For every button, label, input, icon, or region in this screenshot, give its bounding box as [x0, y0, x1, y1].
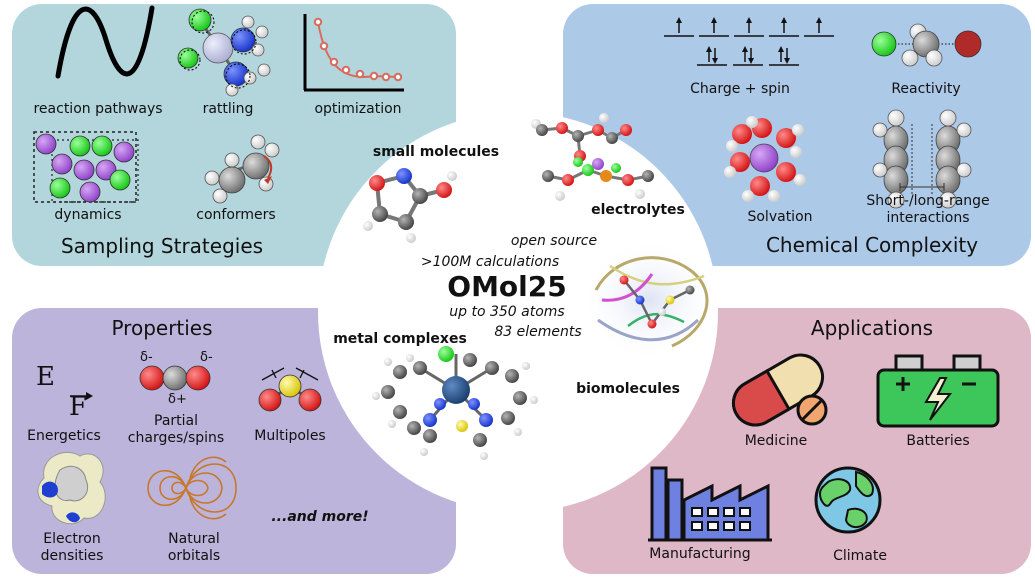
factory-icon	[648, 466, 772, 542]
partial-charges-molecule	[139, 365, 211, 391]
dynamics-box	[33, 131, 139, 203]
force-symbol: F	[69, 392, 88, 422]
biomolecule-structure	[580, 238, 720, 362]
small-molecules-label: small molecules	[372, 144, 500, 160]
metal-complex-structure	[372, 346, 538, 460]
natural-orbital-lobes	[147, 456, 237, 520]
small-molecule-structure	[363, 168, 457, 243]
properties-title: Properties	[111, 316, 213, 340]
stat-open-source: open source	[510, 233, 598, 249]
solvation-cluster	[724, 116, 806, 202]
charge-spin-orbitals	[664, 17, 834, 66]
manufacturing-label: Manufacturing	[649, 546, 751, 562]
battery-icon	[876, 354, 1000, 428]
reaction-pathway-wave	[55, 5, 155, 79]
omol25-brand-title: OMol25	[447, 270, 567, 303]
applications-title: Applications	[810, 316, 934, 340]
delta-minus-left: δ-	[140, 350, 153, 365]
biomolecules-label: biomolecules	[576, 381, 680, 397]
multipole-molecule	[258, 367, 322, 412]
natural-orbitals-label-line2: orbitals	[167, 548, 221, 564]
partial-charges-label-line2: charges/spins	[127, 430, 225, 446]
interactions-label-line2: interactions	[886, 210, 970, 226]
conformer-molecule	[204, 134, 280, 204]
reaction-pathways-label: reaction pathways	[33, 101, 163, 117]
stat-elements: 83 elements	[494, 324, 582, 340]
electrolyte-structure	[531, 113, 654, 201]
charge-spin-label: Charge + spin	[690, 81, 790, 97]
electrolytes-label: electrolytes	[591, 202, 685, 218]
reactivity-molecule	[871, 23, 982, 67]
electron-densities-label-line1: Electron	[43, 531, 101, 547]
energy-symbol: E	[36, 362, 55, 392]
rattling-molecule	[177, 8, 271, 97]
conformers-label: conformers	[196, 207, 276, 223]
partial-charges-label-line1: Partial	[154, 413, 198, 429]
stat-calculations: >100M calculations	[420, 254, 560, 270]
sampling-strategies-title: Sampling Strategies	[60, 234, 264, 258]
electron-densities-label-line2: densities	[40, 548, 104, 564]
rattling-label: rattling	[202, 101, 254, 117]
medicine-pill-icon	[731, 353, 828, 427]
delta-plus: δ+	[168, 392, 187, 407]
electron-density-blob	[37, 451, 106, 525]
climate-label: Climate	[833, 548, 887, 564]
stat-atoms: up to 350 atoms	[449, 304, 565, 320]
solvation-label: Solvation	[747, 209, 813, 225]
multipoles-label: Multipoles	[254, 428, 326, 444]
interactions-label-line1: Short-/long-range	[866, 193, 990, 209]
metal-complexes-label: metal complexes	[333, 331, 467, 347]
interactions-molecules	[872, 109, 972, 209]
batteries-label: Batteries	[906, 433, 970, 449]
optimization-label: optimization	[314, 101, 402, 117]
energetics-label: Energetics	[27, 428, 101, 444]
dynamics-label: dynamics	[54, 207, 122, 223]
force-vector-arrow	[70, 392, 93, 400]
reactivity-label: Reactivity	[891, 81, 961, 97]
delta-minus-right: δ-	[200, 350, 213, 365]
climate-globe-icon	[814, 466, 882, 534]
and-more-label: ...and more!	[271, 509, 369, 525]
chemical-complexity-title: Chemical Complexity	[765, 233, 979, 257]
medicine-label: Medicine	[744, 433, 808, 449]
natural-orbitals-label-line1: Natural	[168, 531, 220, 547]
optimization-plot	[303, 14, 404, 92]
